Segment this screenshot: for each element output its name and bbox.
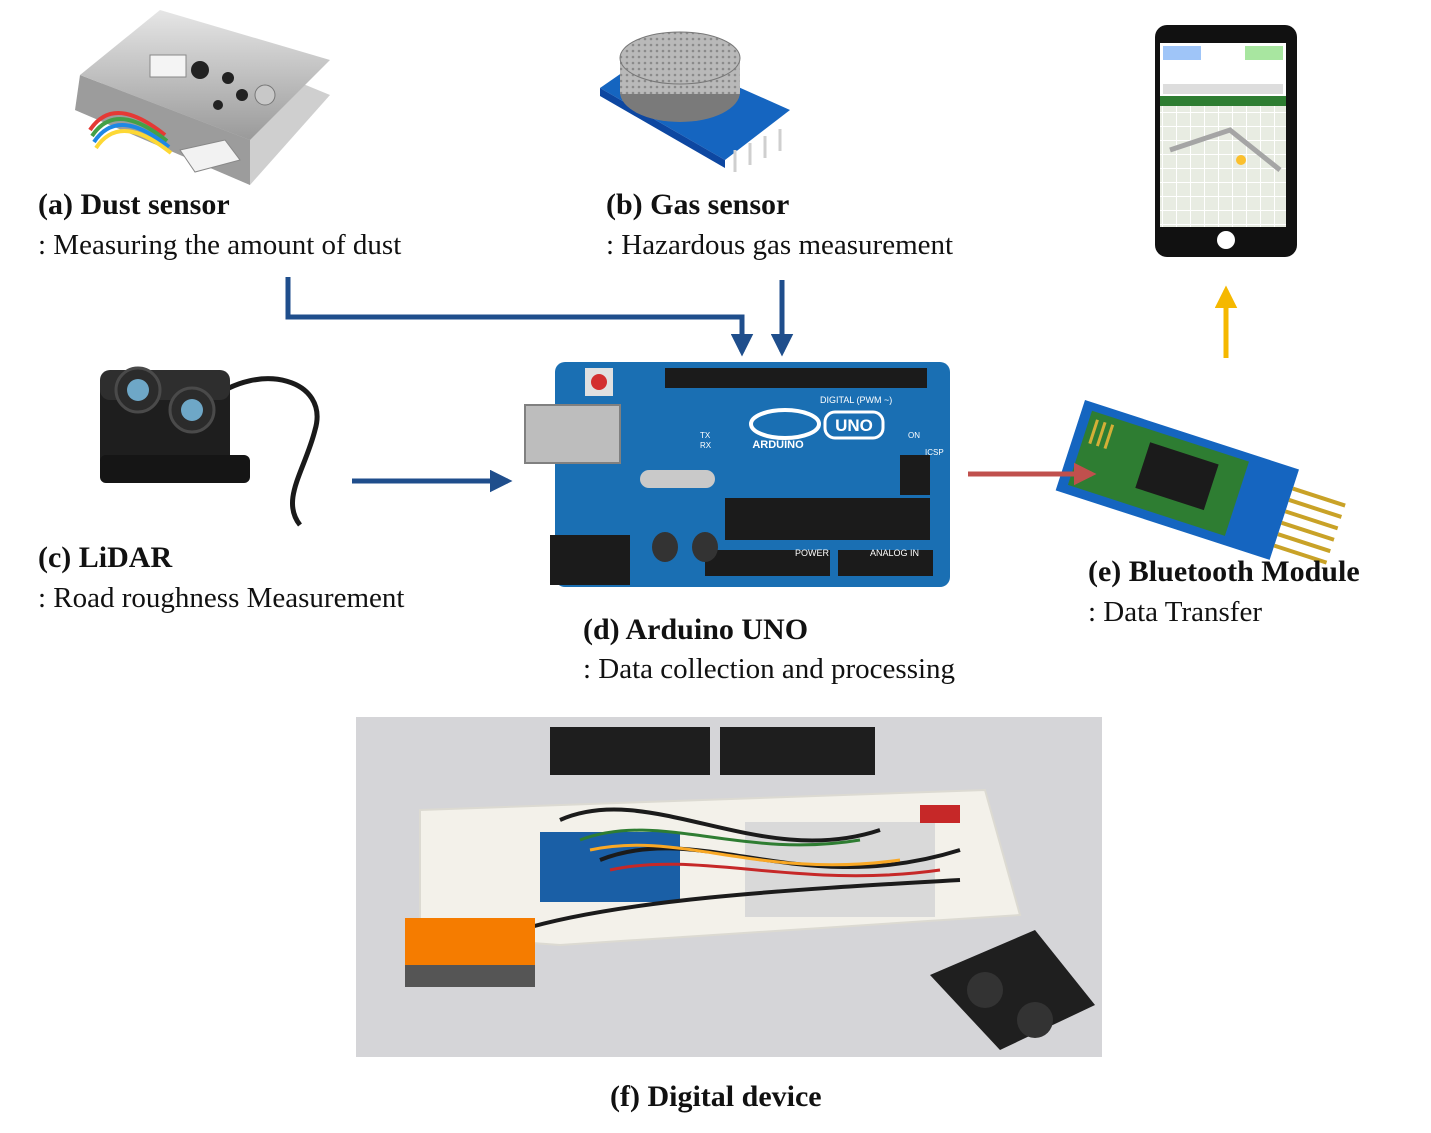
assembled-device-photo — [356, 717, 1102, 1057]
board-on-label: ON — [908, 431, 920, 440]
board-analog-label: ANALOG IN — [870, 548, 919, 558]
bluetooth-module-icon — [1055, 400, 1346, 565]
arduino-board-icon: ARDUINO UNO DIGITAL (PWM ~) POWER ANALOG… — [524, 362, 950, 587]
board-brand-label: ARDUINO — [752, 439, 804, 451]
board-rx-label: RX — [700, 441, 712, 450]
dust-sensor-description: : Measuring the amount of dust — [38, 229, 402, 261]
dust-sensor-title: (a) Dust sensor — [38, 188, 230, 221]
dust-sensor-icon — [75, 10, 330, 185]
board-power-label: POWER — [795, 548, 830, 558]
lidar-title: (c) LiDAR — [38, 541, 173, 574]
board-model-label: UNO — [835, 416, 873, 435]
smartphone-icon — [1155, 25, 1297, 257]
board-digital-label: DIGITAL (PWM ~) — [820, 395, 892, 405]
bluetooth-description: : Data Transfer — [1088, 596, 1262, 628]
gas-sensor-description: : Hazardous gas measurement — [606, 229, 954, 261]
arduino-description: : Data collection and processing — [583, 653, 956, 685]
device-title: (f) Digital device — [610, 1080, 822, 1113]
board-icsp-label: ICSP — [925, 448, 944, 457]
gas-sensor-icon — [600, 31, 790, 172]
gas-sensor-title: (b) Gas sensor — [606, 188, 790, 221]
arduino-title: (d) Arduino UNO — [583, 613, 809, 646]
dust-to-arduino-arrow — [285, 277, 754, 357]
lidar-sensor-icon — [100, 366, 320, 527]
bluetooth-title: (e) Bluetooth Module — [1088, 555, 1360, 588]
board-tx-label: TX — [700, 431, 711, 440]
lidar-description: : Road roughness Measurement — [38, 582, 405, 614]
